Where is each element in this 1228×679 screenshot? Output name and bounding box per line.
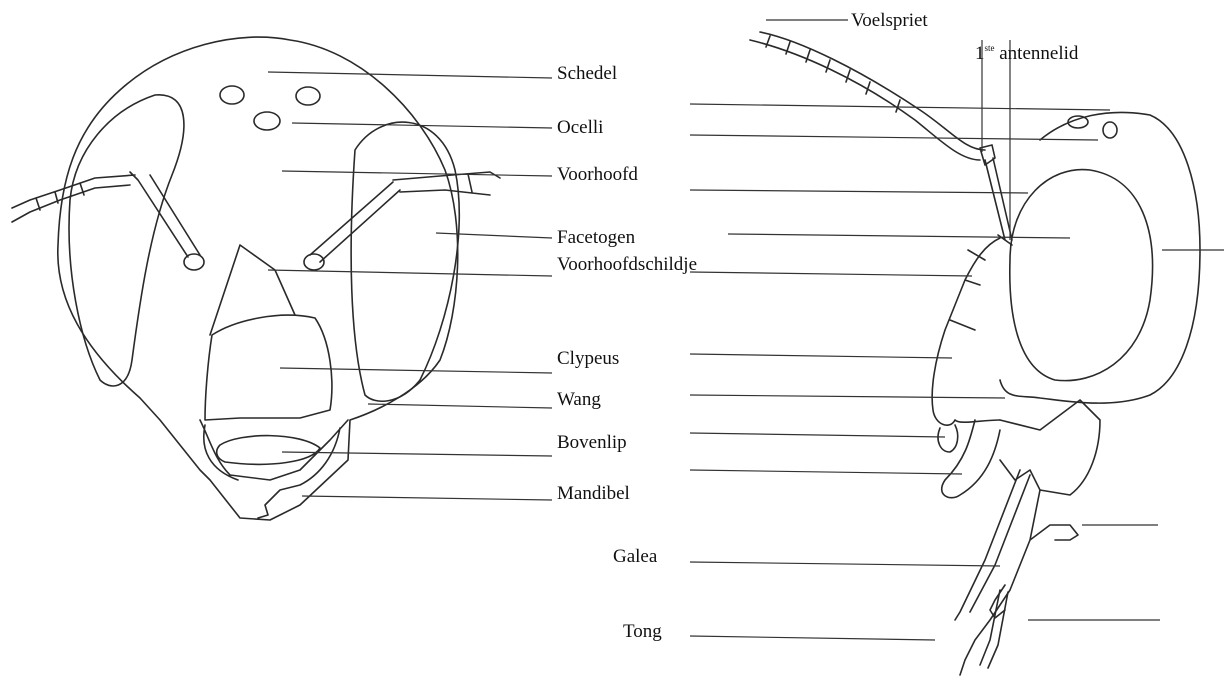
label-mandibel: Mandibel [557,484,630,503]
side-maxilla [960,400,1100,675]
label-antennelid: 1ste antennelid [975,44,1078,63]
label-ocelli: Ocelli [557,118,603,137]
ocellus-middle [254,112,280,130]
front-left-antenna [12,172,200,257]
side-galea [955,470,1030,620]
side-labrum [938,425,958,452]
front-leader-lines [268,72,552,500]
side-mandible [942,420,1000,498]
ocellus-left [220,86,244,104]
side-scape [985,158,1012,245]
label-schedel: Schedel [557,64,617,83]
front-right-antenna [310,172,500,262]
clypeus-plate [205,315,332,420]
side-ocellus-2 [1103,122,1117,138]
label-wang: Wang [557,390,601,409]
label-voelspriet: Voelspriet [851,11,928,30]
front-left-eye [69,95,184,386]
side-antenna [750,32,995,165]
label-antennelid-text: antennelid [999,43,1078,64]
side-compound-eye [1010,170,1153,381]
front-view-head [12,37,500,520]
label-voorhoofdschildje: Voorhoofdschildje [557,255,697,274]
labrum [217,436,320,465]
label-antennelid-number: 1 [975,43,985,64]
label-galea: Galea [613,547,657,566]
label-clypeus: Clypeus [557,349,619,368]
frontal-shield [210,245,295,335]
label-bovenlip: Bovenlip [557,433,627,452]
side-head-outline [1000,112,1200,403]
front-head-outline [58,37,458,520]
label-antennelid-superscript: ste [985,43,995,53]
ocellus-right [296,87,320,105]
side-view-head [750,32,1200,675]
label-voorhoofd: Voorhoofd [557,165,638,184]
label-facetogen: Facetogen [557,228,635,247]
label-tong: Tong [623,622,662,641]
mandibles [200,420,348,518]
side-leader-lines [690,20,1224,640]
